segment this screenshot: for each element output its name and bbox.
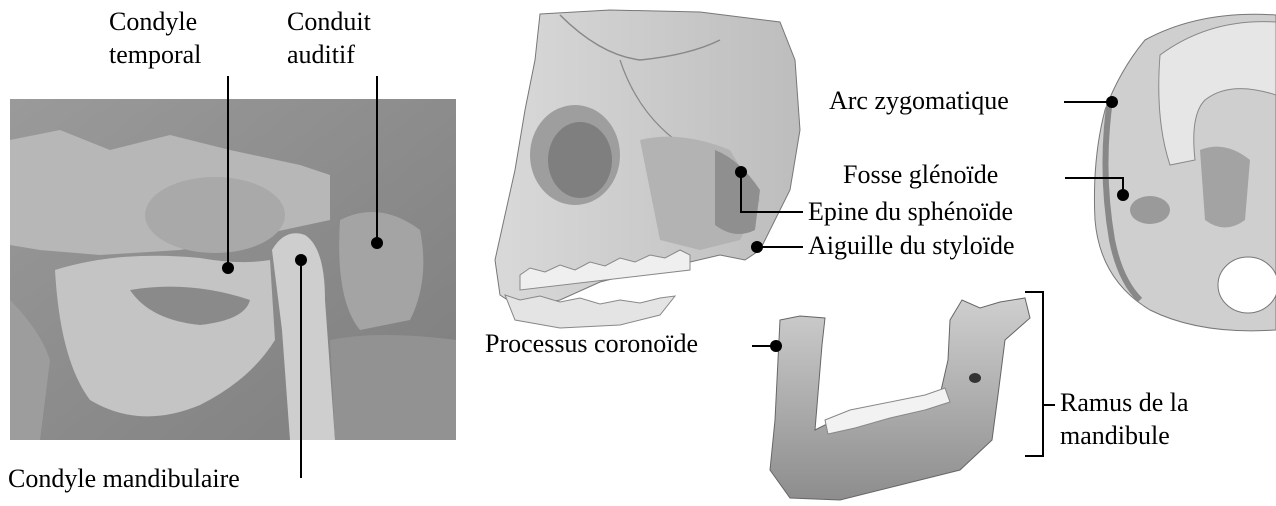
label-condyle-temporal-line2: temporal bbox=[109, 39, 201, 71]
marker-arc-zygomatique bbox=[1106, 96, 1118, 108]
label-conduit-auditif-line2: auditif bbox=[287, 39, 355, 71]
mandible-illustration bbox=[770, 298, 1030, 500]
label-fosse-glenoide: Fosse glénoïde bbox=[843, 159, 998, 191]
marker-conduit-auditif bbox=[371, 237, 383, 249]
skull-base-illustration bbox=[1094, 14, 1276, 331]
label-arc-zygomatique: Arc zygomatique bbox=[829, 85, 1009, 117]
label-condyle-temporal-line1: Condyle bbox=[109, 6, 197, 38]
marker-epine-du-sphenoide bbox=[735, 166, 747, 178]
marker-fosse-glenoide bbox=[1117, 189, 1129, 201]
label-ramus-line1: Ramus de la bbox=[1060, 387, 1189, 419]
label-conduit-auditif-line1: Conduit bbox=[287, 6, 371, 38]
label-aiguille-du-styloide: Aiguille du styloïde bbox=[808, 230, 1015, 262]
skull-lateral-illustration bbox=[495, 10, 800, 328]
marker-processus-coronoide bbox=[770, 340, 782, 352]
label-processus-coronoide: Processus coronoïde bbox=[485, 328, 698, 360]
marker-condyle-mandibulaire bbox=[295, 254, 307, 266]
label-epine-du-sphenoide: Epine du sphénoïde bbox=[808, 196, 1013, 228]
label-ramus-line2: mandibule bbox=[1060, 420, 1170, 452]
marker-condyle-temporal bbox=[222, 262, 234, 274]
label-condyle-mandibulaire: Condyle mandibulaire bbox=[8, 463, 240, 495]
marker-aiguille-du-styloide bbox=[751, 241, 763, 253]
